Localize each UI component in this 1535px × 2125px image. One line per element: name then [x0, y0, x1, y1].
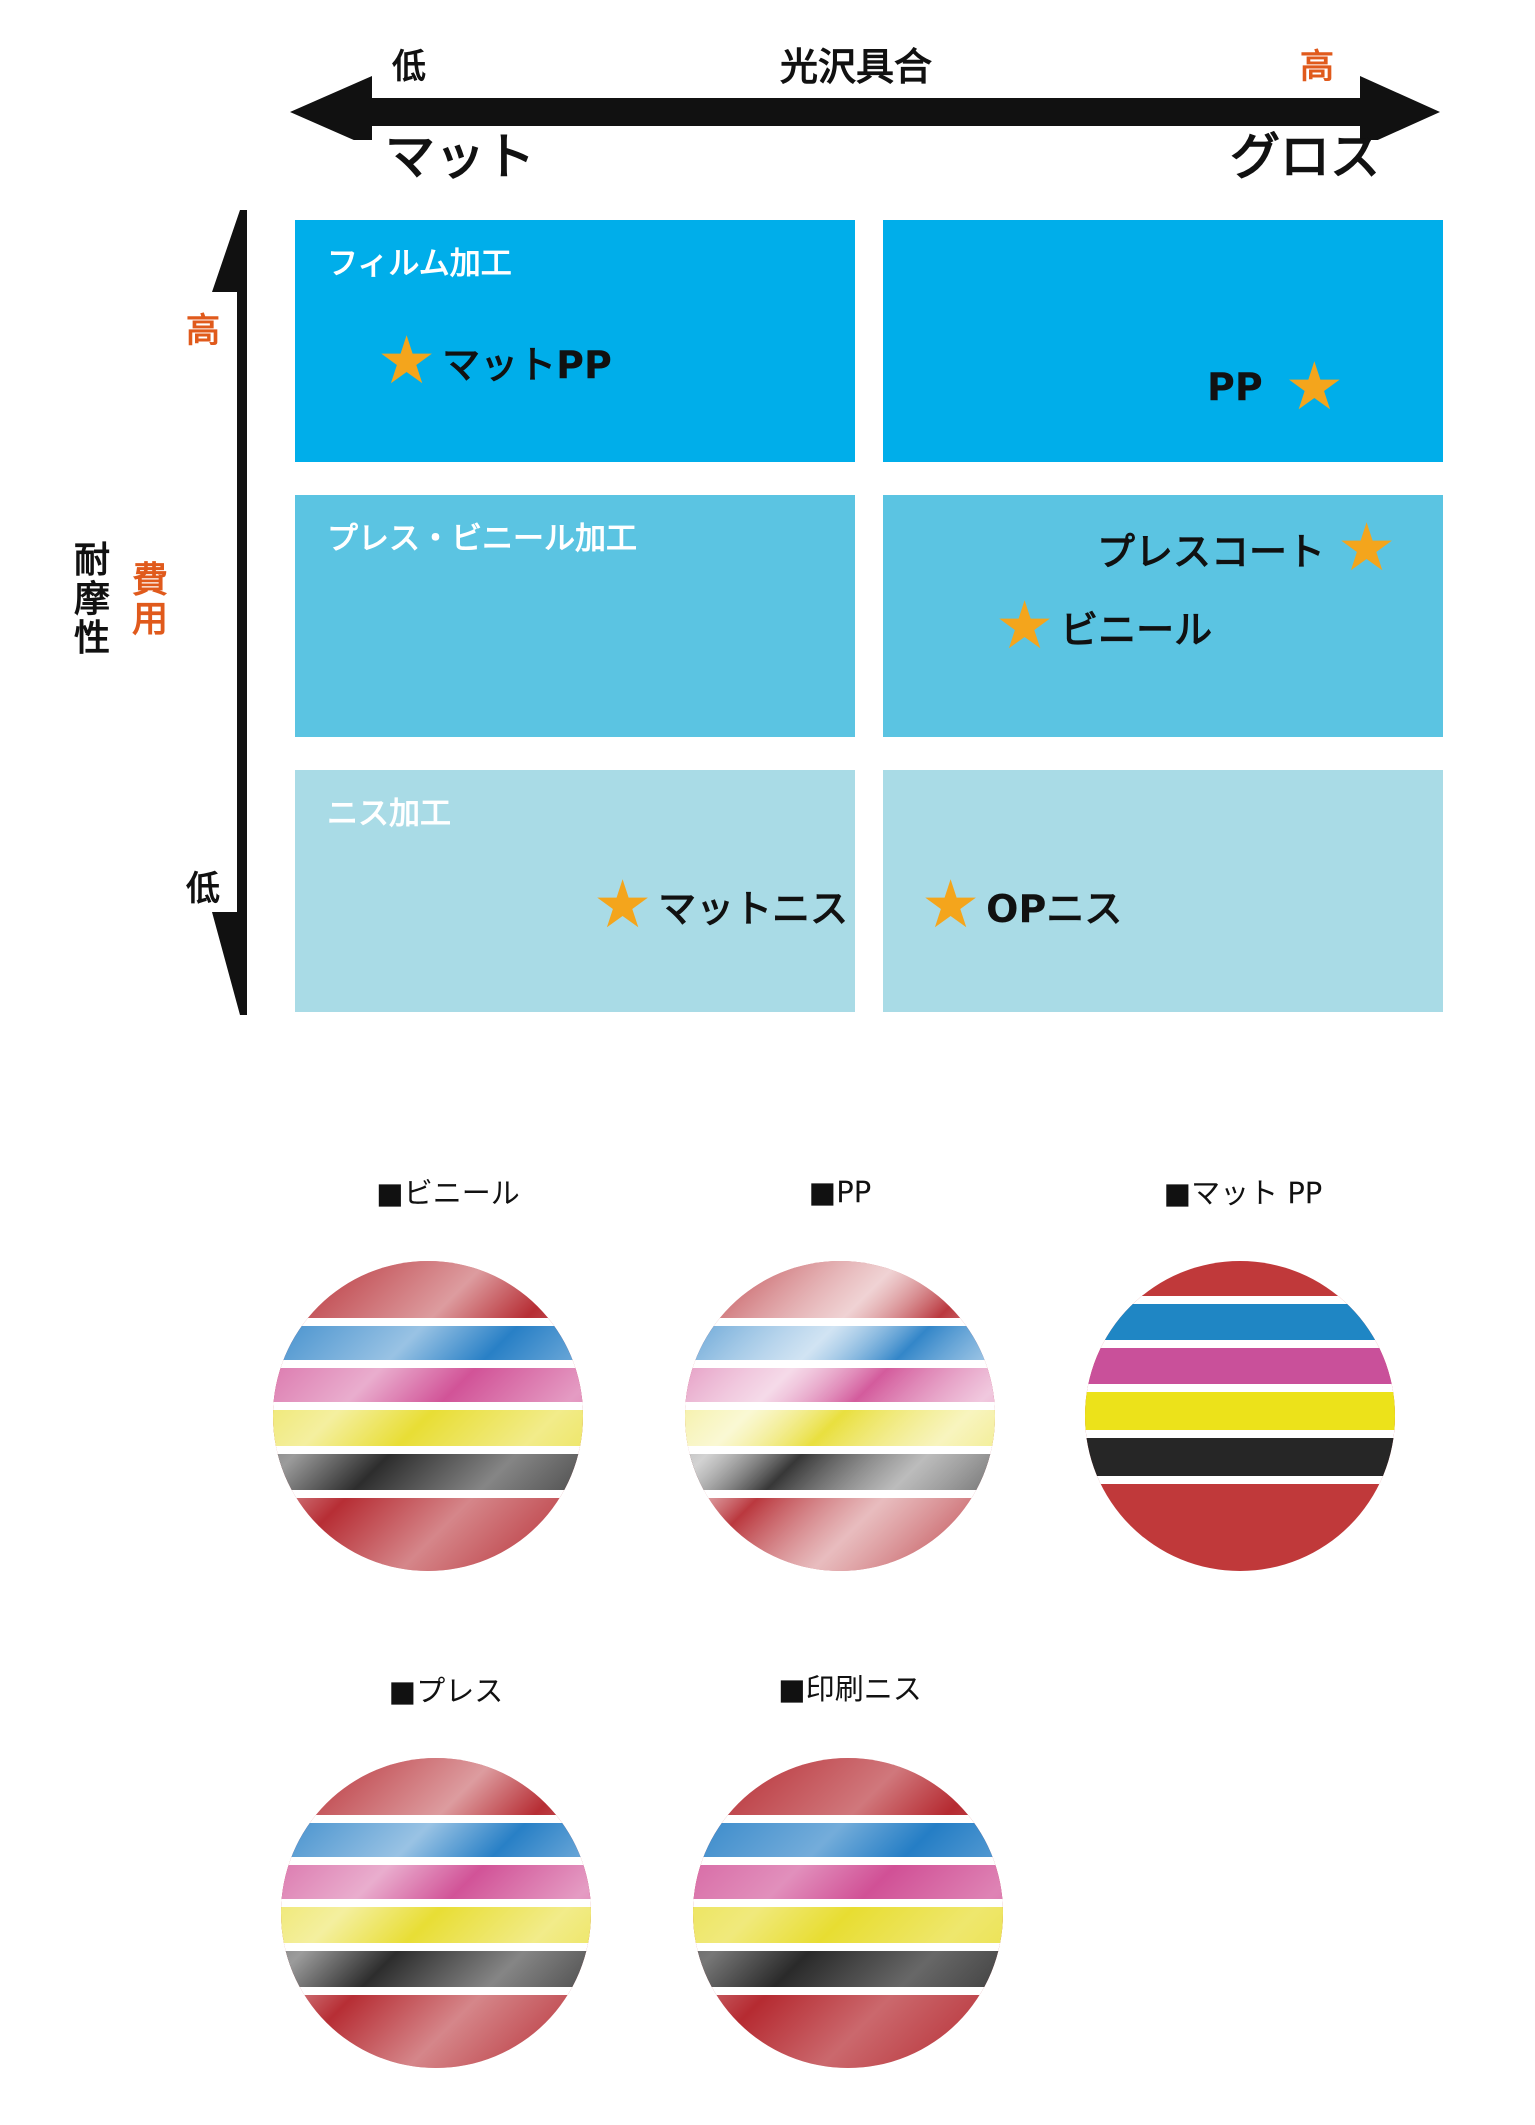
star-icon: ★ [1337, 509, 1397, 586]
durability-axis-low: 低 [186, 869, 220, 909]
cell-nisu-matte: ニス加工 ★ マットニス [295, 770, 855, 1012]
cost-axis-title: 費用 [131, 560, 168, 640]
star-icon: ★ [1284, 348, 1344, 425]
item-op-nisu: ★ OPニス [921, 866, 1123, 943]
sample-vinyl [270, 1258, 586, 1578]
row-title-nisu: ニス加工 [327, 796, 451, 832]
sample-pp [682, 1258, 998, 1578]
sample-label-press: ■プレス [388, 1674, 504, 1708]
sample-label-print-nisu: ■印刷ニス [778, 1672, 922, 1706]
cell-film-gloss: PP ★ [883, 220, 1443, 462]
durability-axis-arrow [212, 210, 247, 1015]
gloss-axis-matte-label: マット [385, 128, 535, 186]
star-icon: ★ [921, 866, 981, 943]
cell-press-matte: プレス・ビニール加工 [295, 495, 855, 737]
star-icon: ★ [377, 322, 437, 399]
sample-matte-pp [1082, 1258, 1398, 1578]
sample-label-vinyl: ■ビニール [376, 1176, 520, 1210]
sample-label-matte-pp: ■マット PP [1163, 1176, 1323, 1210]
gloss-axis-low: 低 [392, 47, 426, 87]
durability-axis-title: 耐摩性 [73, 540, 110, 659]
cell-nisu-gloss: ★ OPニス [883, 770, 1443, 1012]
gloss-axis-high: 高 [1300, 47, 1334, 87]
sample-label-pp: ■PP [808, 1175, 872, 1209]
gloss-axis-title: 光沢具合 [780, 45, 933, 89]
gloss-axis-arrow [290, 76, 1440, 140]
row-title-press: プレス・ビニール加工 [327, 521, 637, 557]
star-icon: ★ [995, 587, 1055, 664]
star-icon: ★ [593, 866, 653, 943]
cell-press-gloss: プレスコート ★ ★ ビニール [883, 495, 1443, 737]
item-matte-nisu: ★ マットニス [593, 866, 849, 943]
gloss-axis-gloss-label: グロス [1230, 128, 1380, 186]
cell-film-matte: フィルム加工 ★ マットPP [295, 220, 855, 462]
item-matte-pp: ★ マットPP [377, 322, 612, 399]
sample-print-nisu [690, 1755, 1006, 2075]
item-pp: PP ★ [1207, 348, 1344, 425]
item-vinyl: ★ ビニール [995, 587, 1213, 664]
durability-axis-high: 高 [186, 311, 220, 351]
row-title-film: フィルム加工 [327, 246, 512, 282]
sample-press [278, 1755, 594, 2075]
item-press-coat: プレスコート ★ [1097, 509, 1397, 586]
